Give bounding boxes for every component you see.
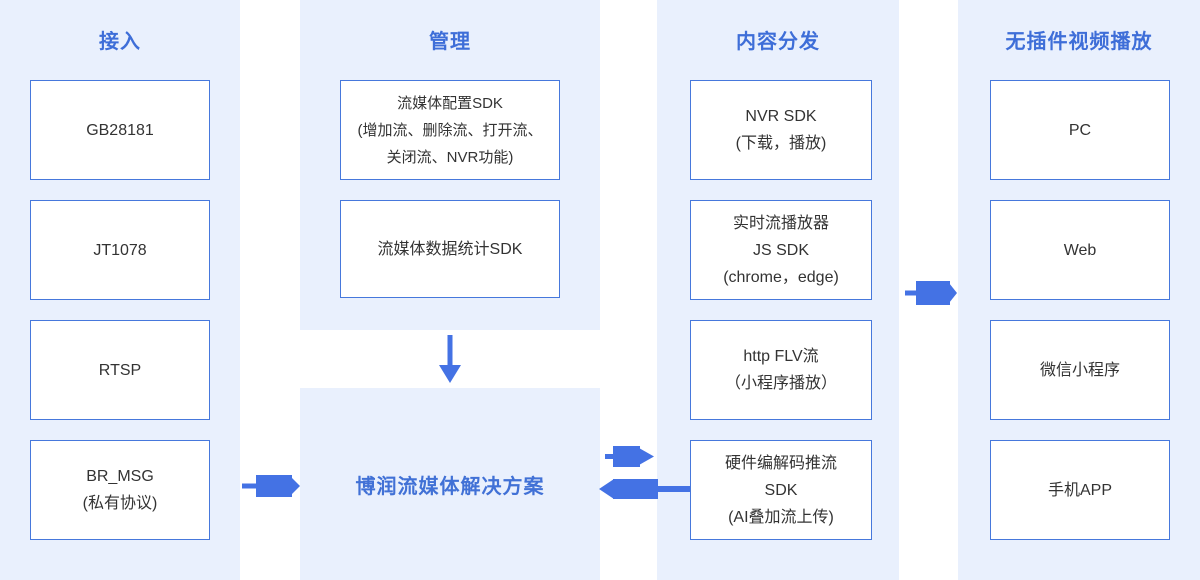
- box-jt1078: JT1078: [30, 200, 210, 300]
- box-rtsp: RTSP: [30, 320, 210, 420]
- title-access: 接入: [99, 31, 141, 53]
- box-http-flv: http FLV流 （小程序播放）: [690, 320, 872, 420]
- box-stream-stats-sdk: 流媒体数据统计SDK: [340, 200, 560, 298]
- title-distribution: 内容分发: [736, 31, 820, 53]
- box-br-msg: BR_MSG (私有协议): [30, 440, 210, 540]
- box-nvr-sdk: NVR SDK (下载，播放): [690, 80, 872, 180]
- box-live-player-js-sdk: 实时流播放器 JS SDK (chrome，edge): [690, 200, 872, 300]
- arrow-down-icon: [439, 335, 461, 383]
- box-hw-codec-push-sdk: 硬件编解码推流 SDK (AI叠加流上传): [690, 440, 872, 540]
- arrow-right-icon: [242, 475, 300, 497]
- title-management: 管理: [429, 31, 471, 53]
- arrow-right-icon: [905, 281, 957, 305]
- solution-label: 博润流媒体解决方案: [355, 475, 545, 498]
- box-stream-config-sdk: 流媒体配置SDK (增加流、删除流、打开流、 关闭流、NVR功能): [340, 80, 560, 180]
- box-gb28181: GB28181: [30, 80, 210, 180]
- box-wechat-miniprogram: 微信小程序: [990, 320, 1170, 420]
- box-web: Web: [990, 200, 1170, 300]
- panel-solution: [300, 388, 600, 580]
- title-playback: 无插件视频播放: [1005, 31, 1153, 53]
- box-mobile-app: 手机APP: [990, 440, 1170, 540]
- arrow-right-icon: [605, 446, 654, 467]
- arrow-left-icon: [599, 479, 690, 499]
- box-pc: PC: [990, 80, 1170, 180]
